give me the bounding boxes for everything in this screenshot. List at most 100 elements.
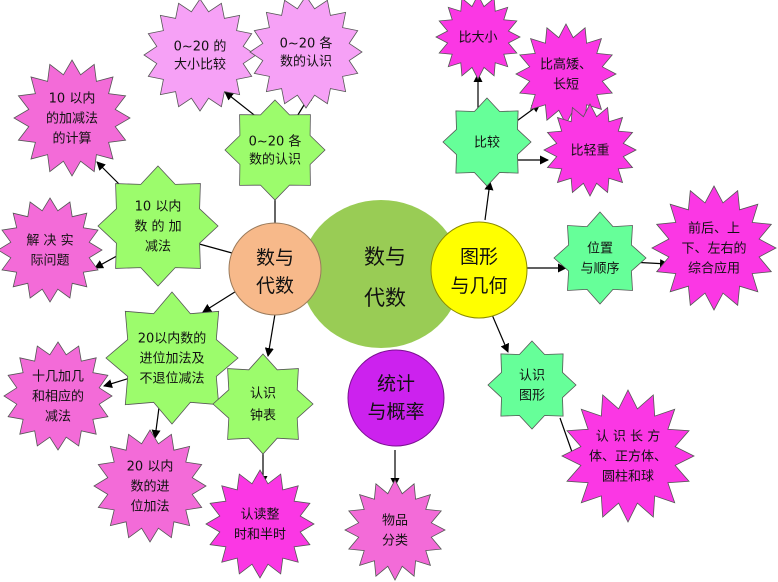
node-calc-within10-line1: 10 以内 (49, 91, 96, 107)
node-compare-height-shape (515, 23, 617, 125)
node-add-sub-within10-line3: 减法 (145, 240, 171, 255)
node-add-sub-within10-shape (97, 165, 219, 287)
node-add-sub-within10: 10 以内数 的 加减法 (97, 165, 219, 287)
hub-geometry-line1: 图形 (460, 246, 498, 268)
node-read-time-shape (205, 469, 315, 579)
node-position-order-line2: 与顺序 (580, 262, 619, 277)
hub-geometry-line2: 与几何 (450, 275, 507, 297)
node-directions-line1: 前后、上 (688, 221, 740, 237)
hub-numbers (228, 222, 322, 316)
node-classify-shape (344, 479, 446, 581)
connector-to-recognize-shapes (489, 309, 509, 353)
hub-numbers-line2: 代数 (256, 275, 294, 297)
node-directions-line3: 综合应用 (688, 261, 740, 277)
node-solve-problems-line1: 解 决 实 (26, 234, 73, 249)
node-calc-within10-line3: 的计算 (52, 131, 91, 147)
node-recognize-within20-line1: 0~20 各 (280, 36, 333, 52)
node-solids-line2: 体、正方体、 (589, 449, 667, 465)
node-compare-size: 比大小 (435, 0, 521, 80)
connector-to-clock (264, 313, 276, 357)
node-compare-within20-shape (143, 0, 257, 112)
node-carry-within20-shape (105, 291, 239, 425)
node-classify-line1: 物品 (382, 514, 408, 529)
node-position-order-line1: 位置 (587, 242, 613, 257)
node-compare-height-line2: 长短 (553, 78, 579, 93)
node-compare-height: 比高矮、长短 (515, 23, 617, 125)
node-teens-add-line1: 十几加几 (32, 370, 84, 385)
node-carry-within20-line1: 20以内数的 (138, 331, 207, 347)
hub-numbers-line1: 数与 (256, 247, 294, 269)
node-compare-within20-line2: 大小比较 (174, 58, 226, 73)
node-within20-cognition-line2: 数的认识 (249, 152, 301, 168)
node-teens-add-line3: 减法 (45, 410, 71, 425)
node-read-time-line1: 认读整 (240, 508, 279, 523)
connector-to-compare-within20 (224, 91, 259, 119)
hub-statistics (347, 349, 445, 447)
connector-to-teens-add (103, 377, 131, 388)
node-carry-add-within20-shape (93, 429, 207, 543)
node-compare: 比较 (442, 97, 532, 187)
node-solids-line1: 认 识 长 方 (596, 429, 660, 445)
node-add-sub-within10-line2: 数 的 加 (134, 219, 181, 235)
node-compare-line1: 比较 (474, 136, 500, 151)
hub-statistics-line1: 统计 (377, 373, 415, 395)
node-within20-cognition-shape (224, 99, 326, 201)
connector-to-compare (484, 181, 494, 221)
node-teens-add-line2: 和相应的 (32, 389, 84, 405)
node-compare-within20-line1: 0~20 的 (174, 39, 227, 55)
node-compare-shape (442, 97, 532, 187)
node-solve-problems-shape (0, 197, 103, 303)
node-recognize-shapes-line1: 认识 (519, 369, 545, 384)
node-clock-shape (212, 353, 314, 455)
node-recognize-within20-shape (249, 0, 363, 109)
node-clock-line2: 钟表 (250, 408, 276, 424)
node-compare-weight-shape (543, 103, 637, 197)
center-title-line1: 数与 (364, 245, 406, 269)
node-recognize-within20-line2: 数的认识 (280, 54, 332, 70)
node-solids-line3: 圆柱和球 (602, 470, 654, 485)
node-compare-height-line1: 比高矮、 (540, 57, 592, 73)
node-compare-weight: 比轻重 (543, 103, 637, 197)
node-solids: 认 识 长 方体、正方体、圆柱和球 (561, 389, 695, 523)
hub-geometry (430, 221, 528, 319)
node-read-time-line2: 时和半时 (234, 528, 286, 543)
connector-to-carry-within20 (202, 289, 239, 313)
node-compare-weight-line1: 比轻重 (570, 143, 609, 159)
node-position-order-shape (553, 211, 647, 305)
node-carry-add-within20-line2: 数的进 (130, 479, 169, 495)
node-recognize-shapes-line2: 图形 (519, 389, 545, 404)
node-carry-add-within20-line3: 位加法 (130, 500, 169, 515)
center-title-line2: 代数 (364, 286, 406, 310)
node-carry-add-within20-line1: 20 以内 (127, 459, 174, 475)
node-directions-line2: 下、左右的 (681, 241, 746, 257)
node-classify-line2: 分类 (382, 534, 408, 549)
node-clock-line1: 认识 (250, 387, 276, 402)
center-ellipse (301, 200, 461, 348)
node-teens-add-shape (3, 341, 113, 451)
node-add-sub-within10-line1: 10 以内 (135, 199, 182, 215)
node-directions-shape (651, 185, 777, 311)
node-solve-problems-line2: 际问题 (30, 254, 69, 269)
node-compare-size-line1: 比大小 (458, 31, 497, 46)
node-solids-shape (561, 389, 695, 523)
node-carry-within20-line3: 不退位减法 (139, 372, 204, 387)
node-calc-within10-shape (13, 59, 131, 177)
node-carry-within20-line2: 进位加法及 (139, 352, 204, 367)
node-recognize-shapes-shape (487, 340, 577, 430)
